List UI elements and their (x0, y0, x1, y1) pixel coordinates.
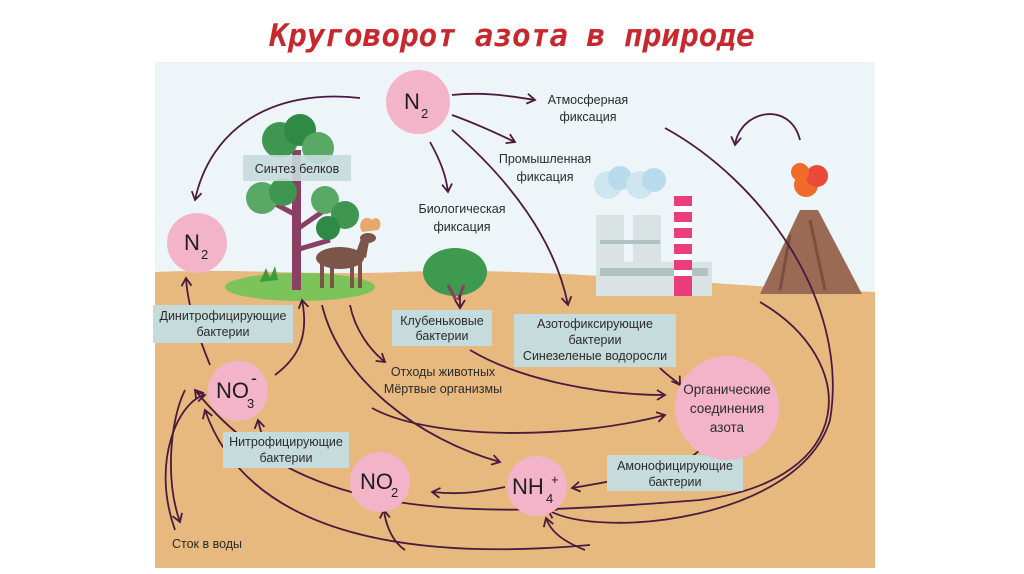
deer-illustration (316, 217, 381, 288)
tree-illustration (225, 114, 375, 301)
box-ammonifying-bacteria: Амонофицирующие бактерии (607, 455, 743, 491)
svg-text:фиксация: фиксация (560, 110, 617, 124)
node-no3: NO 3 - (208, 361, 268, 421)
box-label: бактерии (569, 333, 622, 347)
svg-text:Атмосферная: Атмосферная (548, 93, 628, 107)
volcano-illustration (760, 163, 862, 294)
label-waste-dead-organisms: Отходы животных Мёртвые организмы (384, 365, 502, 396)
box-label: Азотофиксирующие (537, 317, 653, 331)
svg-text:3: 3 (247, 396, 254, 411)
svg-text:соединения: соединения (690, 401, 764, 416)
svg-text:2: 2 (391, 485, 398, 500)
box-label: Динитрофицирующие (159, 309, 286, 323)
svg-text:+: + (551, 472, 559, 487)
box-denitrifying-bacteria: Динитрофицирующие бактерии (153, 305, 293, 343)
svg-text:N: N (184, 230, 200, 255)
svg-text:N: N (404, 89, 420, 114)
svg-text:-: - (251, 368, 257, 388)
svg-text:фиксация: фиксация (517, 170, 574, 184)
svg-text:фиксация: фиксация (434, 220, 491, 234)
box-label: бактерии (197, 325, 250, 339)
box-label: Нитрофицирующие (229, 435, 343, 449)
svg-text:2: 2 (421, 106, 428, 121)
svg-text:2: 2 (201, 247, 208, 262)
soil (155, 270, 875, 568)
box-nitrogen-fixing-bacteria: Азотофиксирующие бактерии Синезеленые во… (514, 314, 676, 367)
box-label: Синезеленые водоросли (523, 349, 667, 363)
svg-text:Органические: Органические (683, 382, 770, 397)
svg-text:NH: NH (512, 474, 544, 499)
node-nh4: NH 4 + (507, 456, 567, 516)
box-label: Амонофицирующие (617, 459, 733, 473)
node-organic-nitrogen-compounds: Органические соединения азота (675, 356, 779, 460)
box-nitrifying-bacteria: Нитрофицирующие бактерии (223, 432, 349, 468)
label-atmospheric-fixation: Атмосферная фиксация (548, 93, 628, 124)
box-label: бактерии (649, 475, 702, 489)
svg-text:Биологическая: Биологическая (419, 202, 506, 216)
bush-illustration (423, 248, 487, 301)
node-n2-atmosphere: N 2 (386, 70, 450, 134)
box-label: Синтез белков (255, 162, 340, 176)
factory-illustration (594, 166, 712, 296)
node-n2-left: N 2 (167, 213, 227, 273)
svg-text:Промышленная: Промышленная (499, 152, 591, 166)
label-runoff: Сток в воды (172, 537, 242, 551)
label-biological-fixation: Биологическая фиксация (419, 202, 506, 234)
svg-text:Отходы животных: Отходы животных (391, 365, 496, 379)
svg-text:4: 4 (546, 491, 553, 506)
node-no2: NO 2 (350, 452, 410, 512)
box-label: бактерии (260, 451, 313, 465)
svg-text:NO: NO (360, 469, 393, 494)
box-label: бактерии (416, 329, 469, 343)
box-nodule-bacteria: Клубеньковые бактерии (392, 310, 492, 346)
box-label: Клубеньковые (400, 314, 484, 328)
svg-text:NO: NO (216, 378, 249, 403)
page-title: Круговорот азота в природе (269, 18, 755, 54)
svg-text:Мёртвые организмы: Мёртвые организмы (384, 382, 502, 396)
label-industrial-fixation: Промышленная фиксация (499, 152, 591, 184)
box-protein-synthesis: Синтез белков (243, 155, 351, 181)
svg-text:азота: азота (710, 420, 745, 435)
